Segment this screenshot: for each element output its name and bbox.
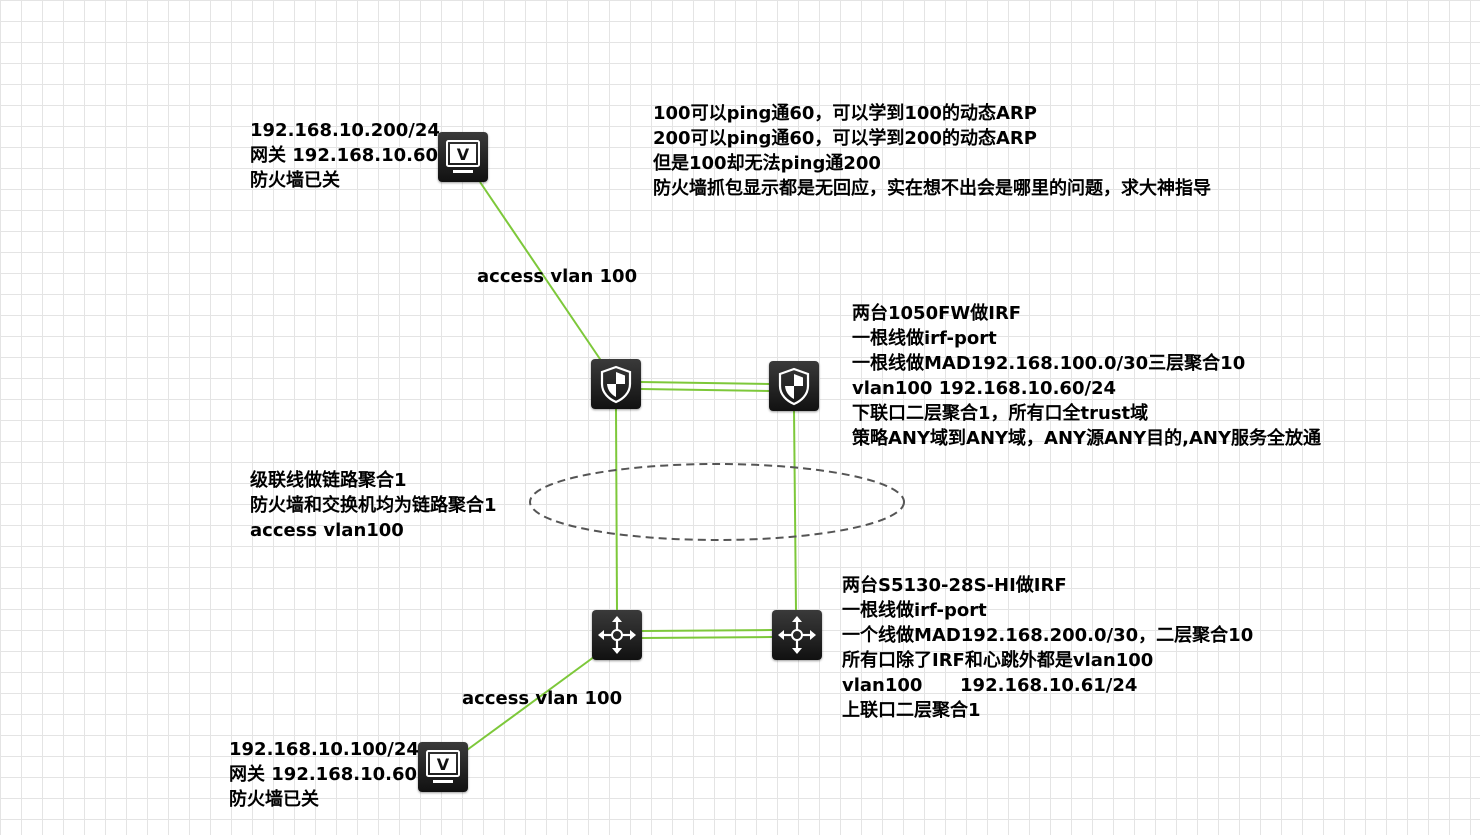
firewall-info-line: 一根线做irf-port <box>852 328 997 349</box>
link-sw-irf-2 <box>641 636 773 639</box>
switch-info-line: 一根线做irf-port <box>842 600 987 621</box>
pc-top-monitor-icon[interactable]: V <box>438 132 488 182</box>
switch-right-arrows-icon[interactable] <box>772 610 822 660</box>
aggregation-info-line: 防火墙和交换机均为链路聚合1 <box>250 495 497 516</box>
firewall-left-shield-icon[interactable] <box>591 359 641 409</box>
link-fw-sw-right <box>793 409 797 612</box>
firewall-info-line: 一根线做MAD192.168.100.0/30三层聚合10 <box>852 353 1246 374</box>
host-top-firewall: 防火墙已关 <box>250 170 340 191</box>
host-top-info: 192.168.10.200/24 网关 192.168.10.60 防火墙已关 <box>250 118 440 193</box>
link-bottom-label: access vlan 100 <box>462 688 623 709</box>
host-bottom-ip: 192.168.10.100/24 <box>229 739 419 760</box>
firewall-info-line: vlan100 192.168.10.60/24 <box>852 378 1117 399</box>
host-top-gateway: 网关 192.168.10.60 <box>250 145 439 166</box>
firewall-info-line: 两台1050FW做IRF <box>852 303 1022 324</box>
issue-description: 100可以ping通60，可以学到100的动态ARP 200可以ping通60，… <box>653 101 1211 201</box>
link-fw-irf-1 <box>640 381 771 385</box>
aggregation-ellipse <box>529 463 905 541</box>
issue-line: 但是100却无法ping通200 <box>653 153 881 174</box>
pc-bottom-monitor-icon[interactable]: V <box>418 742 468 792</box>
svg-text:V: V <box>437 755 450 774</box>
host-top-ip: 192.168.10.200/24 <box>250 120 440 141</box>
firewall-info-line: 策略ANY域到ANY域，ANY源ANY目的,ANY服务全放通 <box>852 428 1321 449</box>
aggregation-info-line: 级联线做链路聚合1 <box>250 470 407 491</box>
firewall-info-line: 下联口二层聚合1，所有口全trust域 <box>852 403 1149 424</box>
switch-info-line: 一个线做MAD192.168.200.0/30，二层聚合10 <box>842 625 1254 646</box>
issue-line: 100可以ping通60，可以学到100的动态ARP <box>653 103 1037 124</box>
link-top-label: access vlan 100 <box>477 266 638 287</box>
issue-line: 200可以ping通60，可以学到200的动态ARP <box>653 128 1037 149</box>
link-sw-pc-bottom <box>466 653 599 751</box>
link-pc-top-fw <box>479 181 603 363</box>
host-bottom-gateway: 网关 192.168.10.60 <box>229 764 418 785</box>
switch-info-line: 两台S5130-28S-HI做IRF <box>842 575 1067 596</box>
aggregation-info-line: access vlan100 <box>250 520 404 541</box>
switch-info-line: vlan100 192.168.10.61/24 <box>842 675 1138 696</box>
switch-info-line: 所有口除了IRF和心跳外都是vlan100 <box>842 650 1154 671</box>
switch-info-line: 上联口二层聚合1 <box>842 700 981 721</box>
firewall-right-shield-icon[interactable] <box>769 361 819 411</box>
switch-info: 两台S5130-28S-HI做IRF 一根线做irf-port 一个线做MAD1… <box>842 573 1253 723</box>
switch-left-arrows-icon[interactable] <box>592 610 642 660</box>
host-bottom-info: 192.168.10.100/24 网关 192.168.10.60 防火墙已关 <box>229 737 419 812</box>
link-fw-irf-2 <box>640 388 771 392</box>
firewall-info: 两台1050FW做IRF 一根线做irf-port 一根线做MAD192.168… <box>852 301 1321 451</box>
issue-line: 防火墙抓包显示都是无回应，实在想不出会是哪里的问题，求大神指导 <box>653 178 1211 199</box>
host-bottom-firewall: 防火墙已关 <box>229 789 319 810</box>
aggregation-info: 级联线做链路聚合1 防火墙和交换机均为链路聚合1 access vlan100 <box>250 468 497 543</box>
link-fw-sw-left <box>615 408 618 612</box>
svg-text:V: V <box>457 145 470 164</box>
link-sw-irf-1 <box>641 629 773 632</box>
